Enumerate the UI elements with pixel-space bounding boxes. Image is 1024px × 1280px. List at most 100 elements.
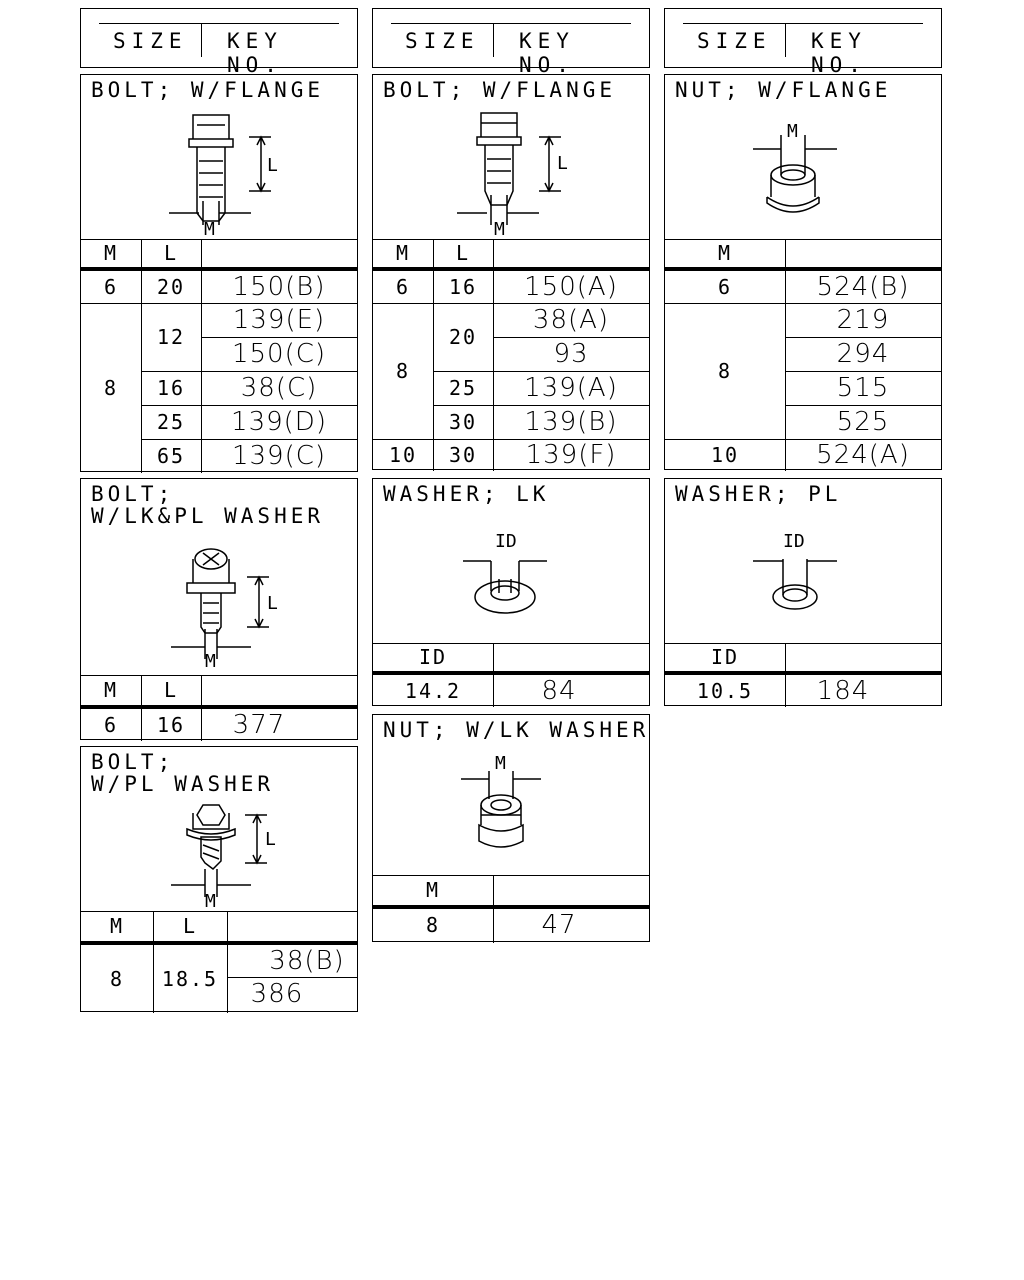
size-header: SIZE	[697, 29, 772, 53]
header-panel-2: SIZE KEY NO.	[372, 8, 650, 77]
cell-m: 8	[395, 359, 411, 383]
cell-l: 16	[448, 275, 478, 299]
cell-l: 20	[156, 275, 186, 299]
panel-title: BOLT; W/FLANGE	[91, 78, 325, 102]
key-no: 377	[232, 710, 286, 740]
cell-l: 16	[156, 713, 186, 737]
key-no: 524(B)	[816, 272, 910, 302]
col-id-header: ID	[418, 645, 448, 669]
cell-l: 12	[156, 325, 186, 349]
key-no: 47	[541, 910, 577, 940]
dim-l-label: L	[265, 829, 276, 850]
key-no: 294	[836, 339, 890, 369]
plain-washer-icon: ID	[753, 531, 837, 610]
panel-title: BOLT; W/FLANGE	[383, 78, 617, 102]
cell-l: 30	[448, 443, 478, 467]
cell-l: 16	[156, 376, 186, 400]
key-no: 139(B)	[524, 407, 618, 437]
bolt-flange-panel-2: BOLT; W/FLANGE L M M L 6 16 150(A) 8 20 …	[372, 74, 650, 471]
col-m-header: M	[425, 878, 441, 902]
cell-m: 6	[103, 275, 119, 299]
cell-l: 30	[448, 410, 478, 434]
col-l-header: L	[163, 678, 179, 702]
cell-id: 14.2	[404, 679, 462, 703]
key-no-header: KEY NO.	[227, 29, 283, 77]
col-l-header: L	[163, 241, 179, 265]
nut-lk-washer-panel: NUT; W/LK WASHER M M 8 47	[372, 714, 650, 943]
dim-l-label: L	[267, 155, 278, 176]
key-no: 386	[250, 979, 304, 1009]
panel-title: BOLT; W/LK&PL WASHER	[91, 482, 325, 528]
col-id-header: ID	[710, 645, 740, 669]
cell-m: 6	[717, 275, 733, 299]
key-no: 38(C)	[240, 373, 318, 403]
key-no: 139(F)	[525, 440, 617, 470]
cell-l: 25	[156, 410, 186, 434]
dim-l-label: L	[267, 593, 278, 614]
key-no: 219	[836, 305, 890, 335]
cell-id: 10.5	[696, 679, 754, 703]
bolt-pl-washer-panel: BOLT; W/PL WASHER L M M L 8 18.5 38(B) 3…	[80, 746, 358, 1013]
cell-m: 8	[717, 359, 733, 383]
panel-title: BOLT; W/PL WASHER	[91, 750, 275, 796]
dim-l-label: L	[557, 153, 568, 174]
panel-title: NUT; W/FLANGE	[675, 78, 892, 102]
cell-m: 8	[109, 967, 125, 991]
key-no-header: KEY NO.	[519, 29, 575, 77]
cell-l: 25	[448, 376, 478, 400]
dim-m-label: M	[494, 219, 505, 240]
cell-m: 10	[388, 443, 418, 467]
dim-id-label: ID	[495, 531, 517, 552]
key-no: 150(A)	[524, 272, 618, 302]
key-no: 139(C)	[231, 441, 327, 471]
key-no: 184	[816, 676, 870, 706]
col-m-header: M	[109, 914, 125, 938]
dim-m-label: M	[787, 121, 798, 142]
flange-bolt-icon: L M	[169, 114, 278, 240]
bolt-lk-pl-washer-panel: BOLT; W/LK&PL WASHER L M M L 6 16 377	[80, 478, 358, 741]
cell-l: 20	[448, 325, 478, 349]
col-m-header: M	[103, 241, 119, 265]
header-panel-3: SIZE KEY NO.	[664, 8, 942, 77]
dim-m-label: M	[205, 651, 216, 672]
key-no-header: KEY NO.	[811, 29, 867, 77]
dim-m-label: M	[205, 891, 216, 912]
key-no: 515	[836, 373, 890, 403]
key-no: 93	[553, 339, 589, 369]
col-l-header: L	[455, 241, 471, 265]
cell-m: 6	[395, 275, 411, 299]
key-no: 524(A)	[816, 440, 910, 470]
cell-l: 18.5	[161, 967, 219, 991]
dim-id-label: ID	[783, 531, 805, 552]
flange-nut-icon: M	[753, 121, 837, 213]
key-no: 139(E)	[232, 305, 326, 335]
nut-flange-panel: NUT; W/FLANGE M M 6 524(B) 8 219 294 515…	[664, 74, 942, 471]
header-panel-1: SIZE KEY NO.	[80, 8, 358, 77]
key-no: 150(B)	[232, 272, 326, 302]
washer-bolt-icon: L M	[171, 804, 276, 912]
lock-washer-icon: ID	[463, 531, 547, 614]
cell-m: 8	[425, 913, 441, 937]
key-no: 38(A)	[532, 305, 610, 335]
col-m-header: M	[103, 678, 119, 702]
washer-bolt-icon: L M	[171, 548, 278, 672]
bolt-flange-panel-1: BOLT; W/FLANGE L M M L 6 20 150(B) 8 12 …	[80, 74, 358, 473]
cell-m: 10	[710, 443, 740, 467]
panel-title: NUT; W/LK WASHER	[383, 718, 650, 742]
key-no: 84	[541, 676, 577, 706]
cell-l: 65	[156, 444, 186, 468]
size-header: SIZE	[113, 29, 188, 53]
dim-m-label: M	[204, 219, 215, 240]
key-no: 150(C)	[231, 339, 327, 369]
cell-m: 6	[103, 713, 119, 737]
panel-title: WASHER; LK	[383, 482, 550, 506]
cell-m: 8	[103, 376, 119, 400]
col-m-header: M	[395, 241, 411, 265]
key-no: 139(A)	[524, 373, 618, 403]
panel-title: WASHER; PL	[675, 482, 842, 506]
col-l-header: L	[182, 914, 198, 938]
washer-nut-icon: M	[461, 753, 541, 848]
col-m-header: M	[717, 241, 733, 265]
dim-m-label: M	[495, 753, 506, 774]
washer-lk-panel: WASHER; LK ID ID 14.2 84	[372, 478, 650, 707]
